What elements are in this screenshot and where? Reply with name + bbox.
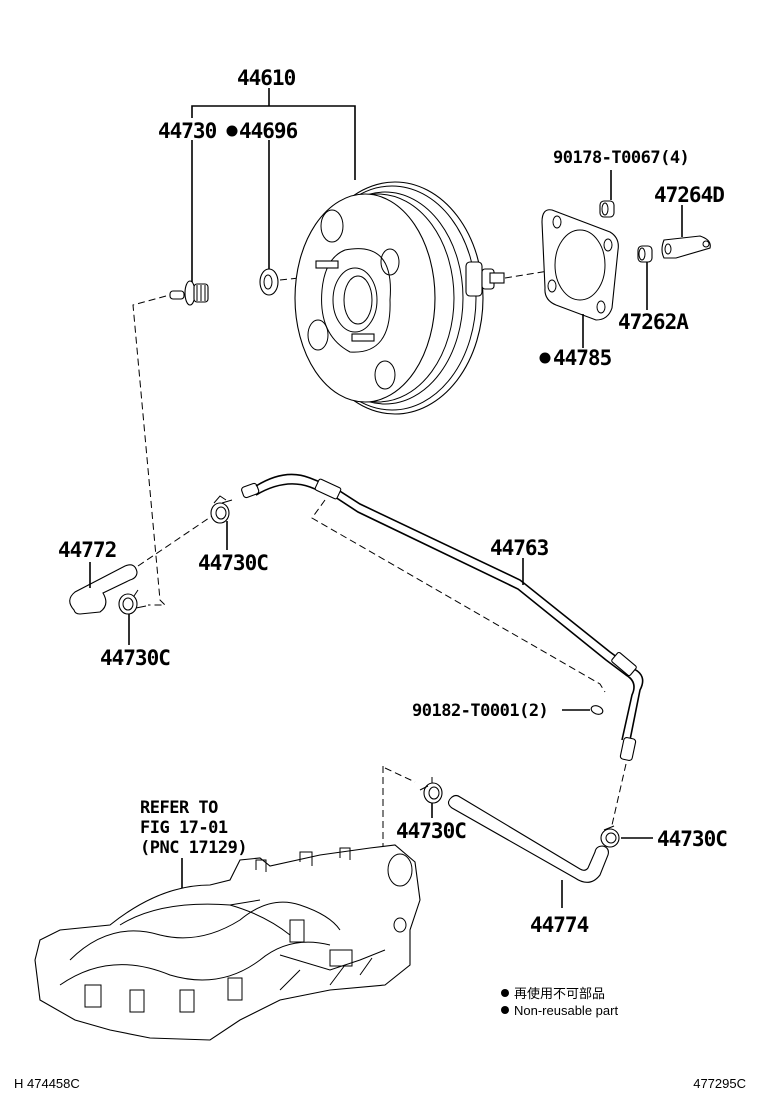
clamp-a-part[interactable] (210, 495, 233, 524)
label-44730C-lower-left[interactable]: 44730C (100, 646, 171, 670)
label-47264D[interactable]: 47264D (654, 183, 725, 207)
intake-manifold-reference[interactable] (34, 844, 421, 1041)
label-90182-T0001[interactable]: 90182-T0001(2) (412, 701, 549, 721)
nut-part[interactable] (599, 170, 615, 218)
label-44730C-middle[interactable]: 44730C (396, 819, 467, 843)
label-44772[interactable]: 44772 (58, 538, 117, 562)
gasket-part[interactable] (541, 209, 619, 321)
label-44610[interactable]: 44610 (237, 66, 297, 90)
label-44763[interactable]: 44763 (490, 536, 550, 560)
clamp-c-part[interactable] (419, 777, 443, 804)
footer-left-code: H 474458C (14, 1076, 80, 1091)
grommet-part[interactable] (259, 268, 279, 296)
legend-japanese: 再使用不可部品 (514, 986, 605, 1001)
clamp-b-part[interactable] (118, 589, 147, 615)
brake-booster-part[interactable] (294, 181, 505, 415)
footer-right-code: 477295C (693, 1076, 746, 1091)
booster-leader-bracket (191, 88, 356, 282)
clip-part[interactable] (590, 704, 604, 716)
label-44785[interactable]: 44785 (553, 346, 613, 370)
reference-note-line2[interactable]: FIG 17-01 (140, 818, 228, 838)
reference-note: REFER TO FIG 17-01 (PNC 17129) (140, 798, 248, 858)
label-44730C-upper[interactable]: 44730C (198, 551, 269, 575)
non-reusable-bullet-icon (539, 352, 551, 364)
label-44774[interactable]: 44774 (530, 913, 590, 937)
reference-note-line1: REFER TO (140, 798, 218, 818)
vacuum-tube-part[interactable] (241, 473, 644, 761)
label-44730C-right[interactable]: 44730C (657, 827, 728, 851)
clevis-nut-part[interactable] (637, 245, 653, 310)
reference-note-line3[interactable]: (PNC 17129) (140, 838, 248, 858)
label-44696[interactable]: 44696 (239, 119, 299, 143)
legend-bullet-icon (501, 989, 509, 997)
hose-44772-part[interactable] (69, 564, 138, 615)
non-reusable-bullet-icon (226, 125, 238, 137)
legend-english: Non-reusable part (514, 1003, 618, 1018)
label-47262A[interactable]: 47262A (618, 310, 690, 334)
check-valve-part[interactable] (169, 280, 209, 306)
hose-44774-part[interactable] (447, 794, 609, 883)
legend: 再使用不可部品 Non-reusable part (501, 986, 618, 1018)
legend-bullet-icon (501, 1006, 509, 1014)
clevis-part[interactable] (661, 205, 711, 259)
clamp-d-part[interactable] (600, 825, 620, 848)
label-90178-T0067[interactable]: 90178-T0067(4) (553, 148, 690, 168)
label-44730[interactable]: 44730 (158, 119, 218, 143)
